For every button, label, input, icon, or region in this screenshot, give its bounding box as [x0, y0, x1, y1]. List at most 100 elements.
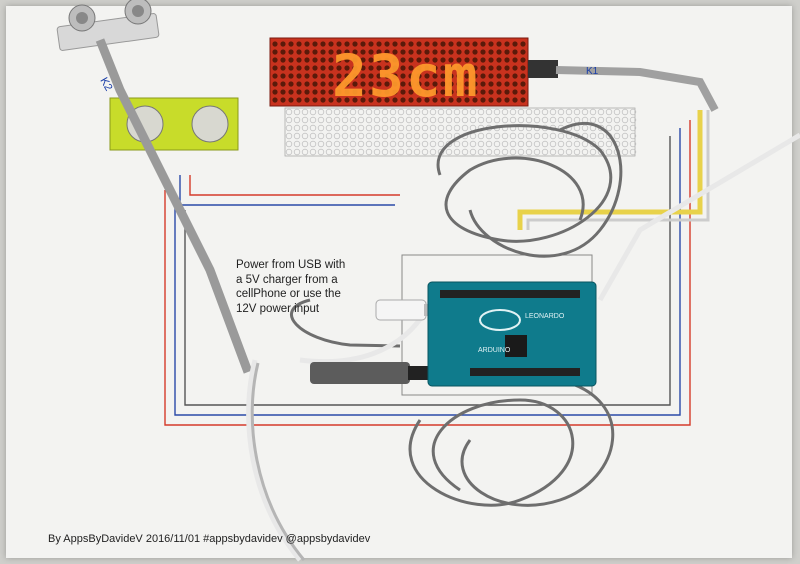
- matrix-flat-cable: [555, 66, 719, 112]
- led-dot: [392, 97, 398, 103]
- led-dot: [408, 65, 414, 71]
- led-dot: [408, 89, 414, 95]
- printed-dot: [389, 148, 397, 156]
- matrix-display-text: 23cm: [332, 42, 480, 110]
- led-dots: [272, 41, 526, 103]
- led-dot: [392, 65, 398, 71]
- printed-dot: [485, 108, 493, 116]
- led-dot: [448, 89, 454, 95]
- printed-dot: [533, 140, 541, 148]
- printed-dot: [629, 140, 637, 148]
- printed-dot: [293, 140, 301, 148]
- printed-matrix-outline: [285, 108, 637, 156]
- printed-dot: [333, 140, 341, 148]
- printed-dot: [517, 132, 525, 140]
- printed-dot: [493, 140, 501, 148]
- led-dot: [456, 41, 462, 47]
- matrix-connector: [528, 60, 558, 78]
- led-dot: [312, 57, 318, 63]
- printed-dot: [373, 116, 381, 124]
- printed-dot: [357, 116, 365, 124]
- led-dot: [384, 73, 390, 79]
- printed-dot: [317, 116, 325, 124]
- led-dot: [376, 41, 382, 47]
- led-dot: [448, 41, 454, 47]
- printed-dot: [589, 116, 597, 124]
- led-dot: [296, 41, 302, 47]
- led-dot: [416, 57, 422, 63]
- led-dot: [456, 73, 462, 79]
- led-dot: [480, 49, 486, 55]
- printed-dot: [605, 116, 613, 124]
- printed-dot: [501, 116, 509, 124]
- board-model: LEONARDO: [525, 313, 565, 320]
- printed-dot: [301, 116, 309, 124]
- printed-dot: [461, 108, 469, 116]
- led-dot: [488, 97, 494, 103]
- led-dot: [312, 73, 318, 79]
- printed-dot: [445, 108, 453, 116]
- led-dot: [496, 73, 502, 79]
- printed-dot: [397, 148, 405, 156]
- led-matrix-icon: 23cm: [269, 37, 529, 110]
- printed-dot: [285, 108, 293, 116]
- printed-dot: [613, 108, 621, 116]
- printed-dot: [517, 148, 525, 156]
- printed-dot: [461, 116, 469, 124]
- printed-dot: [389, 108, 397, 116]
- printed-dot: [461, 124, 469, 132]
- led-dot: [496, 57, 502, 63]
- printed-dot: [405, 116, 413, 124]
- led-dot: [400, 57, 406, 63]
- led-dot: [424, 41, 430, 47]
- led-dot: [432, 73, 438, 79]
- printed-dot: [349, 116, 357, 124]
- led-dot: [520, 65, 526, 71]
- led-dot: [480, 41, 486, 47]
- led-dot: [440, 81, 446, 87]
- printed-dot: [629, 124, 637, 132]
- led-dot: [440, 57, 446, 63]
- led-dot: [472, 97, 478, 103]
- printed-dot: [573, 116, 581, 124]
- printed-dot: [485, 132, 493, 140]
- led-dot: [416, 89, 422, 95]
- led-dot: [464, 73, 470, 79]
- printed-dot: [373, 132, 381, 140]
- led-dot: [464, 97, 470, 103]
- led-dot: [504, 65, 510, 71]
- gray-cable-loops: [290, 122, 623, 507]
- led-dot: [416, 97, 422, 103]
- led-dot: [424, 81, 430, 87]
- printed-dot: [285, 124, 293, 132]
- printed-dot: [565, 116, 573, 124]
- printed-dot: [549, 140, 557, 148]
- led-dot: [384, 89, 390, 95]
- led-dot: [480, 81, 486, 87]
- printed-dot: [477, 132, 485, 140]
- led-dot: [480, 65, 486, 71]
- led-dot: [352, 65, 358, 71]
- printed-dot: [421, 124, 429, 132]
- printed-dot: [549, 116, 557, 124]
- printed-dot: [453, 124, 461, 132]
- led-dot: [368, 89, 374, 95]
- led-dot: [432, 65, 438, 71]
- printed-dot: [557, 140, 565, 148]
- led-dot: [272, 73, 278, 79]
- printed-dot: [389, 116, 397, 124]
- printed-dot: [285, 116, 293, 124]
- printed-dot: [541, 108, 549, 116]
- led-dot: [400, 73, 406, 79]
- printed-dot: [349, 140, 357, 148]
- printed-dot: [357, 148, 365, 156]
- led-dot: [376, 89, 382, 95]
- led-dot: [472, 49, 478, 55]
- printed-dot: [341, 148, 349, 156]
- printed-dot: [373, 140, 381, 148]
- printed-dot: [509, 148, 517, 156]
- printed-dot: [597, 116, 605, 124]
- led-dot: [400, 81, 406, 87]
- printed-dot: [293, 132, 301, 140]
- printed-dot: [293, 116, 301, 124]
